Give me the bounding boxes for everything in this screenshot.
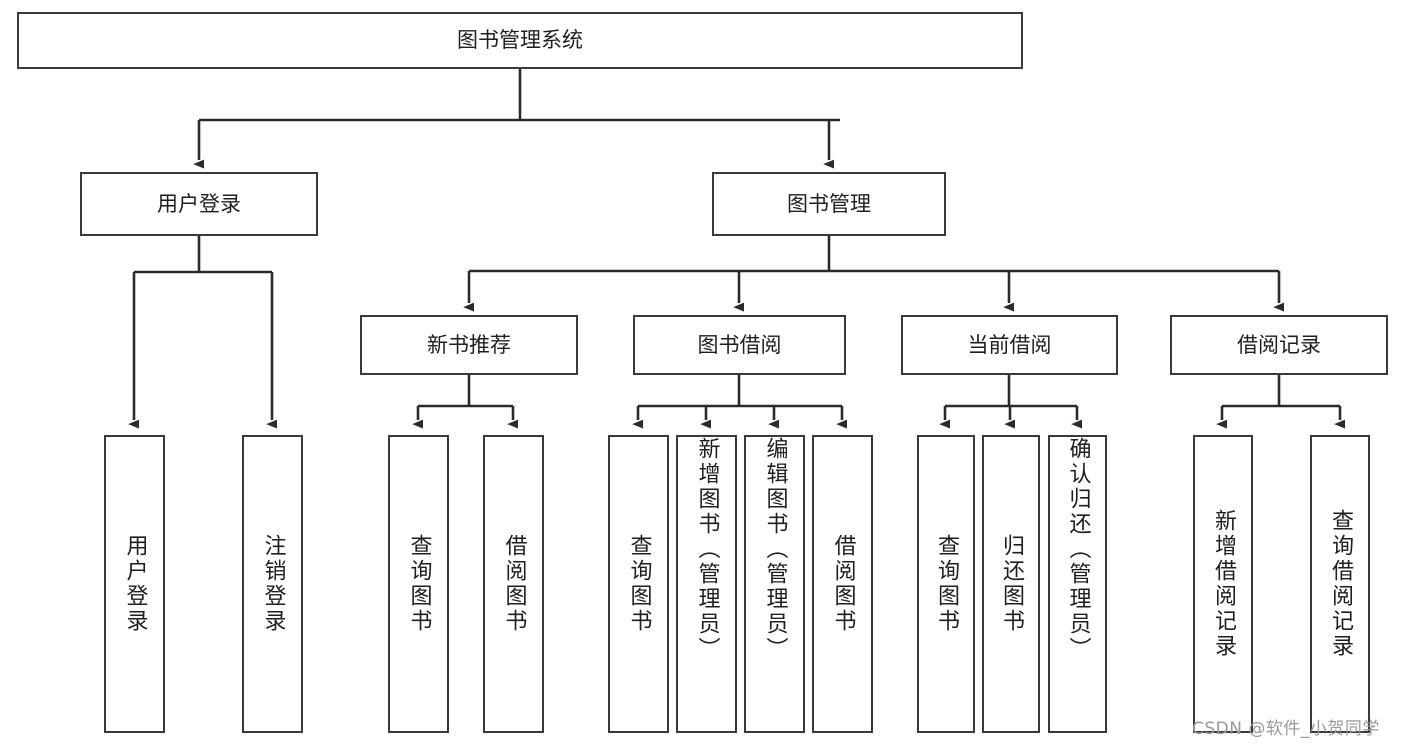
node-leaf-query-book-1-label: 查询图书: [406, 534, 432, 634]
node-leaf-query-book-3-label: 查询图书: [934, 534, 959, 634]
node-borrow-record[interactable]: 借阅记录: [1170, 315, 1388, 375]
node-new-book-recommend[interactable]: 新书推荐: [360, 315, 578, 375]
node-leaf-query-book-1[interactable]: 查询图书: [388, 435, 449, 733]
node-leaf-logout-login-label: 注销登录: [260, 534, 286, 634]
node-leaf-return-book-label: 归还图书: [999, 534, 1024, 634]
node-leaf-borrow-book-1-label: 借阅图书: [501, 534, 527, 634]
node-leaf-add-record-label: 新增借阅记录: [1211, 509, 1236, 659]
node-root[interactable]: 图书管理系统: [17, 12, 1023, 69]
node-leaf-query-book-2[interactable]: 查询图书: [608, 435, 669, 733]
node-leaf-edit-book-label: 编辑图书（管理员）: [762, 437, 788, 662]
node-leaf-edit-book[interactable]: 编辑图书（管理员）: [744, 435, 805, 733]
node-leaf-query-record-label: 查询借阅记录: [1328, 509, 1353, 659]
node-current-borrow-label: 当前借阅: [967, 332, 1052, 357]
node-book-borrow[interactable]: 图书借阅: [633, 315, 846, 375]
node-leaf-user-login-label: 用户登录: [122, 534, 148, 634]
node-book-manage-label: 图书管理: [787, 191, 871, 216]
node-leaf-query-record[interactable]: 查询借阅记录: [1310, 435, 1370, 733]
node-new-book-recommend-label: 新书推荐: [427, 332, 511, 357]
node-borrow-record-label: 借阅记录: [1237, 332, 1321, 357]
node-leaf-query-book-3[interactable]: 查询图书: [917, 435, 975, 733]
node-book-manage[interactable]: 图书管理: [712, 172, 946, 236]
node-leaf-add-record[interactable]: 新增借阅记录: [1193, 435, 1253, 733]
node-leaf-logout-login[interactable]: 注销登录: [242, 435, 303, 733]
node-leaf-add-book[interactable]: 新增图书（管理员）: [676, 435, 737, 733]
node-leaf-borrow-book-2[interactable]: 借阅图书: [812, 435, 873, 733]
node-leaf-query-book-2-label: 查询图书: [626, 534, 652, 634]
node-leaf-user-login[interactable]: 用户登录: [104, 435, 165, 733]
node-book-borrow-label: 图书借阅: [697, 332, 782, 357]
node-leaf-borrow-book-2-label: 借阅图书: [830, 534, 856, 634]
node-leaf-return-book[interactable]: 归还图书: [982, 435, 1040, 733]
node-current-borrow[interactable]: 当前借阅: [901, 315, 1118, 375]
node-leaf-confirm-return[interactable]: 确认归还（管理员）: [1048, 435, 1107, 733]
node-root-label: 图书管理系统: [457, 28, 583, 53]
node-user-login[interactable]: 用户登录: [80, 172, 318, 236]
node-leaf-confirm-return-label: 确认归还（管理员）: [1065, 437, 1091, 662]
node-leaf-add-book-label: 新增图书（管理员）: [694, 437, 720, 662]
node-leaf-borrow-book-1[interactable]: 借阅图书: [483, 435, 544, 733]
node-user-login-label: 用户登录: [157, 191, 241, 216]
